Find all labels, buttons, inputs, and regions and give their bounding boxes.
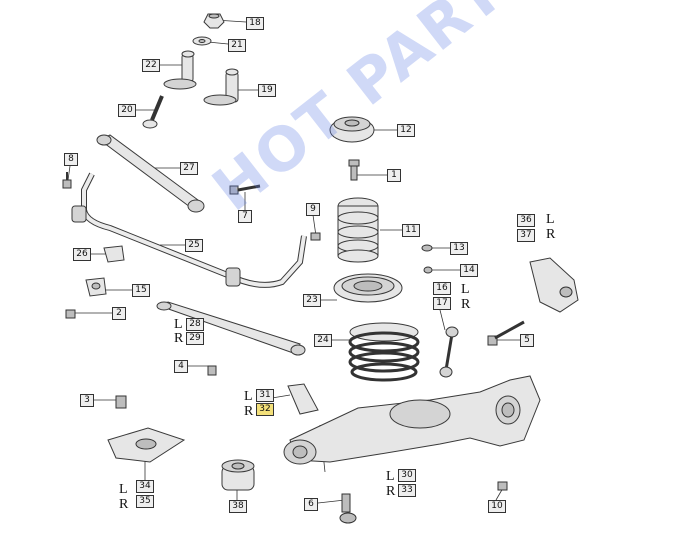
- callout-37: 37: [517, 229, 535, 242]
- part-15-clamp: [85, 277, 107, 297]
- part-36-bracket: [529, 257, 579, 313]
- callout-6: 6: [304, 498, 318, 511]
- part-24-coil-spring: [348, 322, 420, 382]
- side-mark-left-36: L: [546, 212, 555, 227]
- callout-14: 14: [460, 264, 478, 277]
- callout-18: 18: [246, 17, 264, 30]
- part-38-bushing: [221, 459, 255, 491]
- callout-3: 3: [80, 394, 94, 407]
- callout-17: 17: [433, 297, 451, 310]
- side-mark-left-31: L: [244, 389, 253, 404]
- side-mark-left-16: L: [461, 282, 470, 297]
- part-2-bolt: [65, 309, 76, 319]
- part-13-nut: [421, 244, 433, 252]
- side-mark-left-34: L: [119, 482, 128, 497]
- part-34-mount-bracket: [107, 427, 186, 463]
- callout-23: 23: [303, 294, 321, 307]
- callout-21: 21: [228, 39, 246, 52]
- callout-38: 38: [229, 500, 247, 513]
- side-mark-left-30: L: [386, 469, 395, 484]
- callout-10: 10: [488, 500, 506, 513]
- callout-30: 30: [398, 469, 416, 482]
- part-31-bracket: [287, 383, 319, 415]
- part-23-spring-seat: [333, 273, 403, 303]
- part-12-spring-mount: [329, 116, 375, 143]
- part-21-washer: [192, 36, 212, 46]
- side-mark-right-32: R: [244, 404, 254, 419]
- callout-27: 27: [180, 162, 198, 175]
- callout-28: 28: [186, 318, 204, 331]
- callout-16: 16: [433, 282, 451, 295]
- part-27-link-arm: [96, 134, 205, 213]
- side-mark-right-17: R: [461, 297, 471, 312]
- callout-7: 7: [238, 210, 252, 223]
- callout-15: 15: [132, 284, 150, 297]
- callout-33: 33: [398, 484, 416, 497]
- part-11-bump-stop: [337, 197, 379, 263]
- callout-34: 34: [136, 480, 154, 493]
- callout-12: 12: [397, 124, 415, 137]
- callout-5: 5: [520, 334, 534, 347]
- part-26-bushing: [103, 245, 125, 263]
- part-9-nut: [310, 232, 321, 241]
- part-8-bolt: [62, 172, 72, 189]
- part-4-bolt: [207, 365, 217, 376]
- callout-1: 1: [387, 169, 401, 182]
- callout-32-highlighted: 32: [256, 403, 274, 416]
- side-mark-left-28: L: [174, 317, 183, 332]
- part-10-clip: [497, 481, 508, 491]
- callout-35: 35: [136, 495, 154, 508]
- part-28-lower-link: [156, 301, 306, 356]
- part-20-bolt: [142, 95, 164, 129]
- part-6-bolt: [339, 493, 357, 524]
- callout-31: 31: [256, 389, 274, 402]
- callout-25: 25: [185, 239, 203, 252]
- part-7-bolt: [229, 184, 261, 195]
- callout-8: 8: [64, 153, 78, 166]
- callout-9: 9: [306, 203, 320, 216]
- callout-22: 22: [142, 59, 160, 72]
- callout-4: 4: [174, 360, 188, 373]
- callout-24: 24: [314, 334, 332, 347]
- callout-26: 26: [73, 248, 91, 261]
- part-30-trailing-arm: [283, 375, 541, 465]
- side-mark-right-37: R: [546, 227, 556, 242]
- side-mark-right-33: R: [386, 484, 396, 499]
- part-18-nut: [203, 13, 225, 29]
- callout-19: 19: [258, 84, 276, 97]
- callout-2: 2: [112, 307, 126, 320]
- part-3-bolt: [115, 395, 127, 409]
- callout-29: 29: [186, 332, 204, 345]
- part-16-stabilizer-link: [439, 326, 459, 378]
- part-1-bolt: [348, 159, 360, 181]
- part-5-bolt: [487, 320, 525, 346]
- callout-11: 11: [402, 224, 420, 237]
- part-22-bushing-pin: [163, 50, 197, 90]
- part-19-bushing-pin: [203, 68, 239, 106]
- side-mark-right-29: R: [174, 331, 184, 346]
- part-25-stabilizer-bar: [71, 172, 307, 288]
- side-mark-right-35: R: [119, 497, 129, 512]
- callout-20: 20: [118, 104, 136, 117]
- part-14-nut: [423, 266, 433, 274]
- callout-36: 36: [517, 214, 535, 227]
- callout-13: 13: [450, 242, 468, 255]
